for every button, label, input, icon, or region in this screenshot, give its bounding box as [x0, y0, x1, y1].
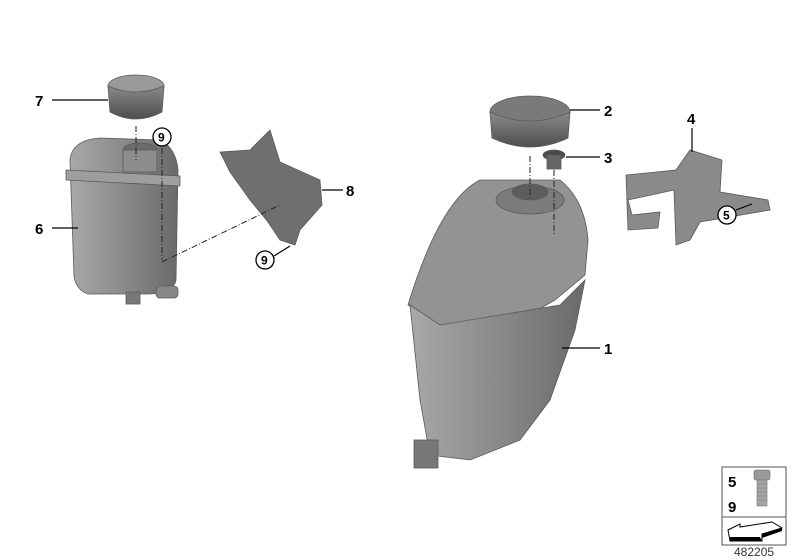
plug[interactable] — [542, 149, 566, 170]
callout-7: 7 — [35, 93, 43, 110]
direction-arrow-icon — [727, 521, 784, 542]
callout-8: 8 — [346, 183, 354, 200]
callout-3: 3 — [604, 150, 612, 167]
bracket-tank[interactable] — [219, 129, 323, 246]
expansion-tank[interactable] — [65, 137, 181, 305]
callout-9-upper: 9 — [158, 131, 165, 145]
cap-small[interactable] — [107, 74, 165, 120]
cap-large[interactable] — [489, 95, 571, 148]
callout-2: 2 — [604, 103, 612, 120]
callout-1: 1 — [604, 341, 612, 358]
callout-9-lower: 9 — [261, 254, 268, 268]
diagram-number: 482205 — [734, 545, 774, 559]
callout-4: 4 — [687, 111, 696, 128]
legend-item-5: 5 — [728, 474, 736, 491]
legend-item-9: 9 — [728, 499, 736, 516]
bracket-tank-main[interactable] — [625, 149, 771, 246]
hex-bolt-icon — [753, 469, 771, 507]
coolant-tank[interactable] — [407, 179, 589, 469]
hardware-legend: 5 9 — [721, 466, 787, 546]
callout-6: 6 — [35, 221, 43, 238]
callout-5: 5 — [723, 209, 730, 223]
